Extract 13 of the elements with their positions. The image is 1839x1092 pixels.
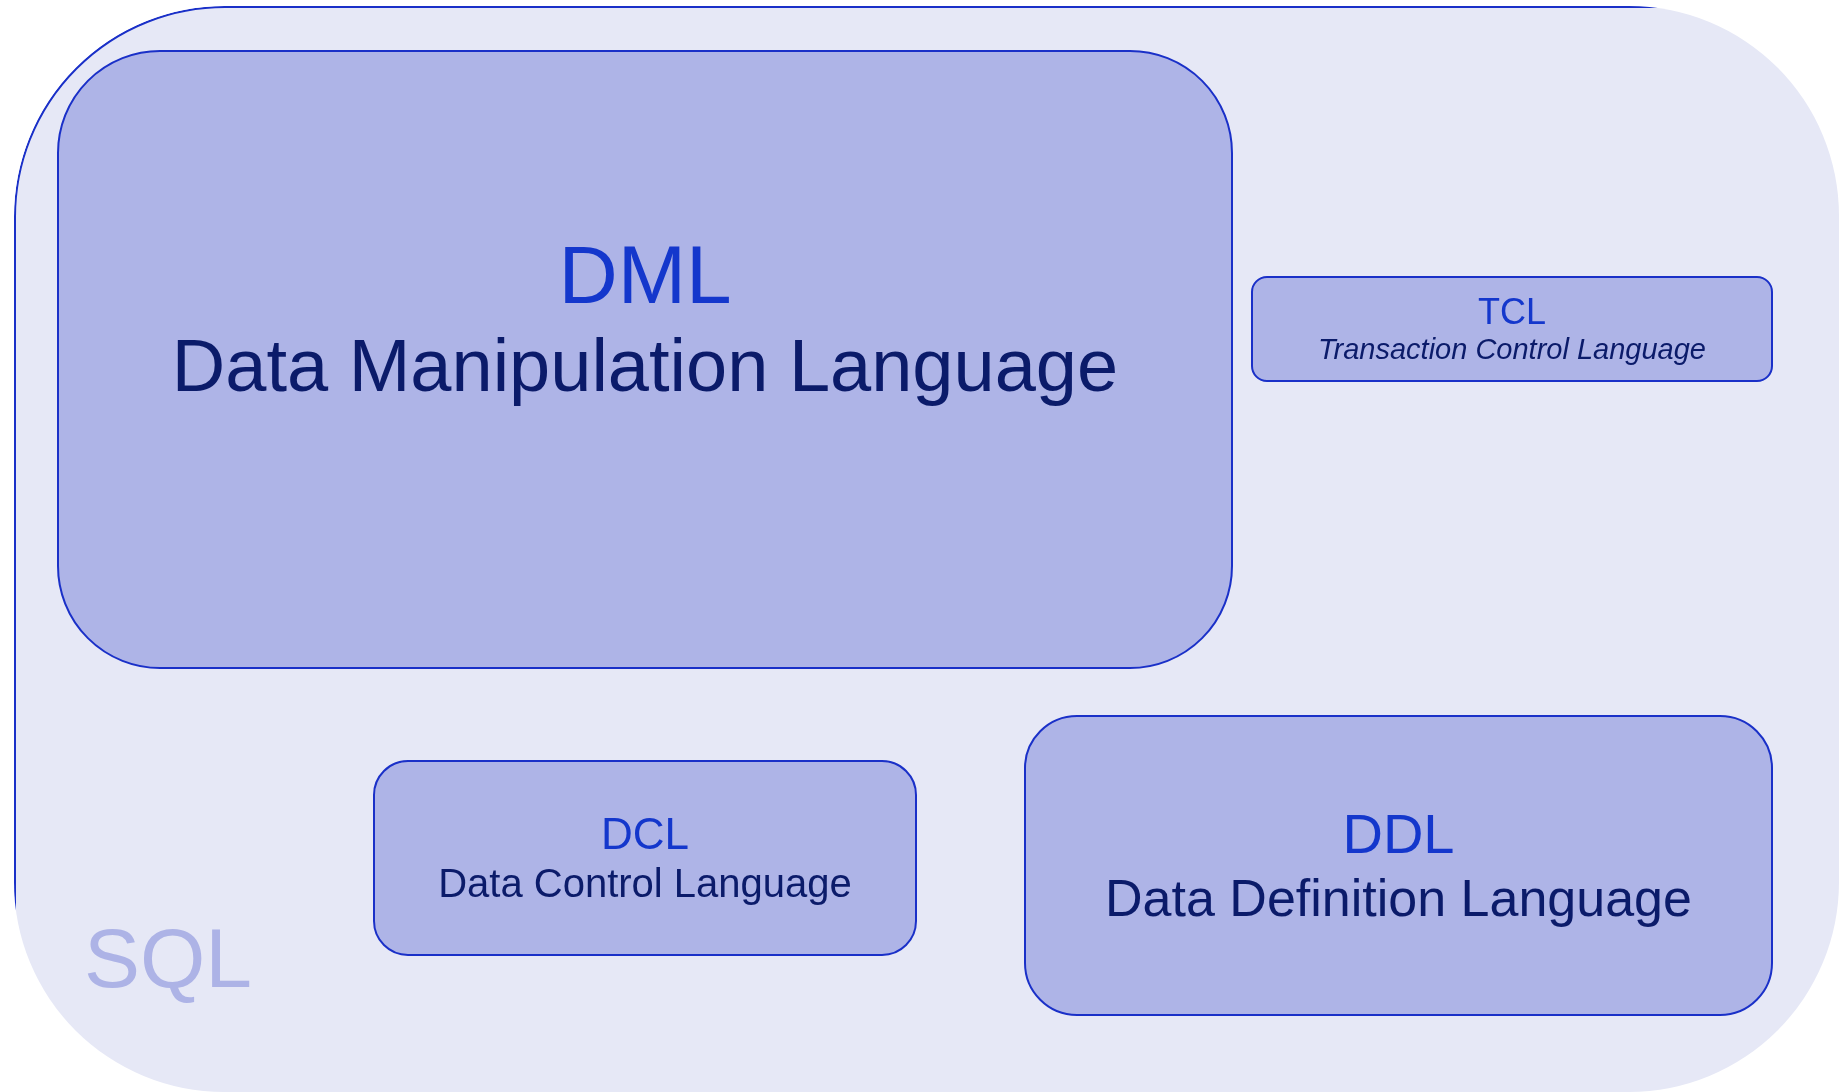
full-name: Data Definition Language — [1105, 867, 1692, 929]
full-name: Transaction Control Language — [1318, 332, 1706, 368]
category-box — [1024, 715, 1773, 1016]
category-box — [57, 50, 1233, 669]
abbreviation: TCL — [1478, 290, 1546, 333]
full-name: Data Manipulation Language — [171, 323, 1119, 410]
category-box — [1251, 276, 1773, 382]
abbreviation: DCL — [601, 808, 689, 860]
full-name: Data Control Language — [438, 860, 852, 908]
category-box — [373, 760, 917, 956]
abbreviation: DML — [558, 227, 732, 322]
abbreviation: DDL — [1342, 802, 1455, 867]
group-panel — [14, 6, 1839, 1092]
